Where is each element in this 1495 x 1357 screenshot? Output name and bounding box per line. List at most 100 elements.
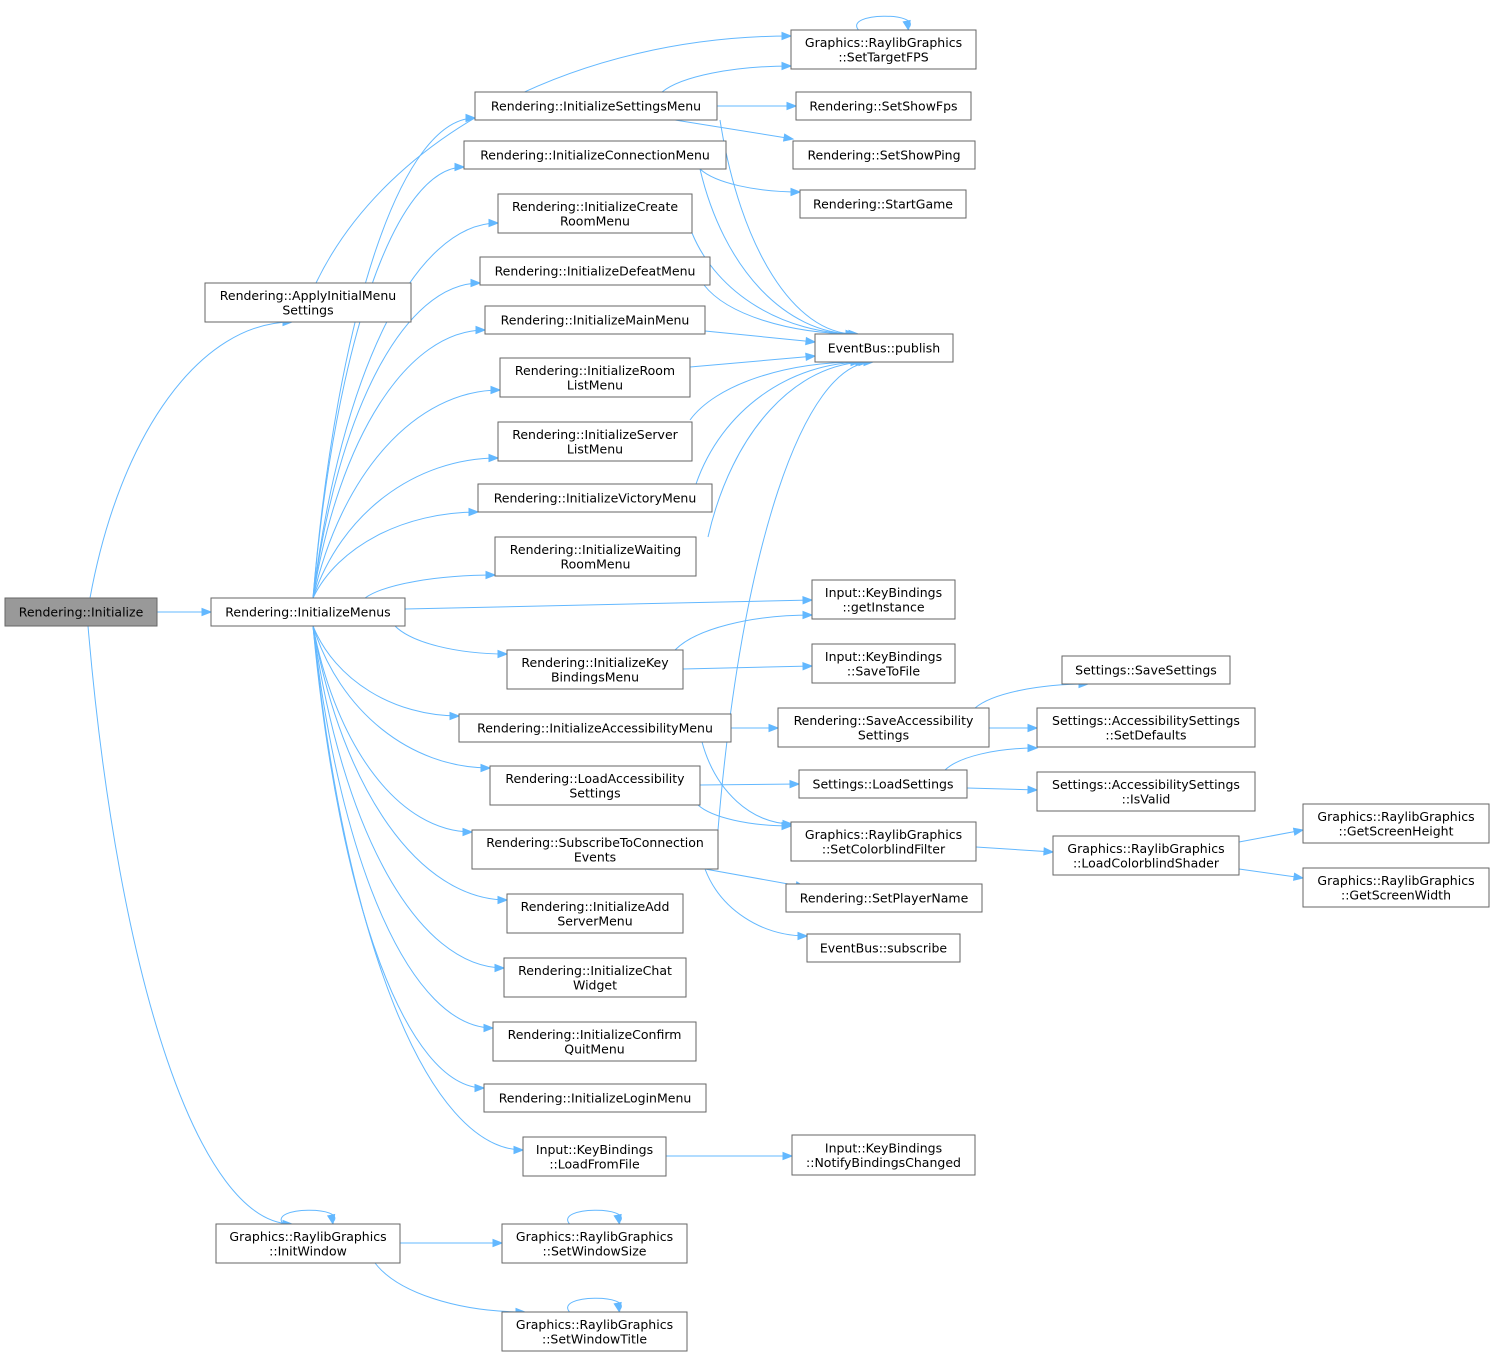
node-acc-is-valid[interactable]: Settings::AccessibilitySettings::IsValid — [1036, 771, 1256, 812]
node-init-menus[interactable]: Rendering::InitializeMenus — [210, 597, 406, 627]
node-get-screen-width[interactable]: Graphics::RaylibGraphics::GetScreenWidth — [1302, 867, 1490, 908]
node-label: Input::KeyBindings — [825, 1140, 942, 1155]
edge-arrowhead — [1293, 872, 1305, 881]
node-box — [463, 140, 727, 170]
node-label: QuitMenu — [564, 1041, 624, 1056]
node-label: Graphics::RaylibGraphics — [805, 35, 962, 50]
node-label: Rendering::InitializeLoginMenu — [499, 1091, 692, 1106]
node-save-settings[interactable]: Settings::SaveSettings — [1061, 655, 1231, 685]
node-label: Rendering::SaveAccessibility — [794, 713, 974, 728]
node-publish[interactable]: EventBus::publish — [814, 333, 954, 363]
edge-arrowhead — [465, 113, 477, 123]
edge-arrowhead — [1027, 785, 1039, 794]
node-label: Rendering::InitializeAdd — [521, 899, 670, 914]
node-label: BindingsMenu — [551, 669, 639, 684]
node-label: Rendering::StartGame — [813, 197, 953, 212]
node-label: Rendering::InitializeServer — [512, 427, 678, 442]
node-init-accessibility[interactable]: Rendering::InitializeAccessibilityMenu — [458, 713, 732, 743]
call-edge-init_connection_menu-to-publish — [699, 168, 856, 335]
node-box — [471, 829, 719, 870]
call-edge-init_menus-to-kb_load_from_file — [312, 625, 524, 1151]
edge-arrowhead — [782, 1151, 794, 1161]
call-edge-init_waiting-to-publish — [707, 361, 869, 538]
edge-arrowhead — [488, 218, 500, 228]
edge-arrowhead — [802, 610, 814, 620]
node-label: ::SetWindowTitle — [542, 1331, 647, 1346]
node-load-settings[interactable]: Settings::LoadSettings — [798, 769, 968, 799]
node-label: ::GetScreenWidth — [1341, 887, 1451, 902]
node-set-window-size[interactable]: Graphics::RaylibGraphics::SetWindowSize — [501, 1223, 688, 1264]
edge-arrowhead — [497, 649, 509, 659]
node-init-settings-menu[interactable]: Rendering::InitializeSettingsMenu — [474, 91, 718, 121]
node-label: Settings — [569, 785, 620, 800]
node-init-victory[interactable]: Rendering::InitializeVictoryMenu — [477, 483, 713, 513]
call-edge-init_menus-to-kb_get_instance — [404, 599, 813, 610]
node-label: Widget — [573, 977, 617, 992]
edge-arrowhead — [492, 1238, 504, 1248]
node-init-main[interactable]: Rendering::InitializeMainMenu — [484, 305, 706, 335]
node-kb-load-from-file[interactable]: Input::KeyBindings::LoadFromFile — [522, 1136, 667, 1177]
node-box — [790, 29, 977, 70]
node-label: Rendering::InitializeCreate — [512, 199, 678, 214]
node-initialize[interactable]: Rendering::Initialize — [4, 597, 158, 627]
edge-arrowhead — [781, 31, 793, 41]
node-label: ::getInstance — [842, 599, 924, 614]
node-init-login[interactable]: Rendering::InitializeLoginMenu — [483, 1083, 707, 1113]
node-box — [798, 769, 968, 799]
node-box — [458, 713, 732, 743]
node-set-show-fps[interactable]: Rendering::SetShowFps — [795, 91, 972, 121]
call-edge-init_window-to-set_window_title — [374, 1262, 526, 1313]
node-eb-subscribe[interactable]: EventBus::subscribe — [806, 933, 961, 963]
node-label: Rendering::InitializeDefeatMenu — [495, 264, 696, 279]
node-init-connection-menu[interactable]: Rendering::InitializeConnectionMenu — [463, 140, 727, 170]
node-init-window[interactable]: Graphics::RaylibGraphics::InitWindow — [215, 1223, 401, 1264]
node-set-window-title[interactable]: Graphics::RaylibGraphics::SetWindowTitle — [501, 1311, 688, 1352]
call-edge-init_keybindings-to-kb_get_instance — [674, 614, 813, 651]
call-edge-init_menus-to-init_defeat — [312, 282, 481, 599]
node-get-screen-height[interactable]: Graphics::RaylibGraphics::GetScreenHeigh… — [1302, 803, 1490, 844]
node-box — [484, 305, 706, 335]
call-edge-subscribe_conn-to-eb_subscribe — [704, 868, 808, 937]
node-kb-get-instance[interactable]: Input::KeyBindings::getInstance — [811, 579, 956, 620]
node-init-defeat[interactable]: Rendering::InitializeDefeatMenu — [479, 256, 711, 286]
edge-arrowhead — [805, 352, 817, 362]
node-kb-notify[interactable]: Input::KeyBindings::NotifyBindingsChange… — [791, 1134, 976, 1176]
node-label: RoomMenu — [560, 213, 630, 228]
node-set-player-name[interactable]: Rendering::SetPlayerName — [785, 883, 983, 913]
call-edge-init_room_list-to-publish — [689, 355, 816, 368]
node-load-colorblind-shader[interactable]: Graphics::RaylibGraphics::LoadColorblind… — [1052, 835, 1240, 876]
node-kb-save-to-file[interactable]: Input::KeyBindings::SaveToFile — [811, 643, 956, 684]
node-set-target-fps[interactable]: Graphics::RaylibGraphics::SetTargetFPS — [790, 29, 977, 70]
call-edge-initialize-to-apply_initial — [89, 321, 293, 599]
node-box — [1036, 707, 1256, 748]
node-acc-set-defaults[interactable]: Settings::AccessibilitySettings::SetDefa… — [1036, 707, 1256, 748]
call-edge-init_create_room-to-publish — [691, 232, 859, 335]
node-box — [785, 883, 983, 913]
node-set-show-ping[interactable]: Rendering::SetShowPing — [792, 140, 976, 170]
edge-arrowhead — [475, 325, 487, 335]
node-label: Rendering::ApplyInitialMenu — [220, 288, 396, 303]
edge-arrowhead — [789, 779, 801, 789]
node-set-colorblind[interactable]: Graphics::RaylibGraphics::SetColorblindF… — [790, 821, 977, 862]
call-edge-save_accessibility-to-save_settings — [974, 683, 1089, 709]
node-label: ::IsValid — [1122, 791, 1171, 806]
node-label: Rendering::SetShowPing — [807, 148, 960, 163]
node-label: Rendering::InitializeMenus — [225, 605, 390, 620]
node-label: Rendering::InitializeRoom — [515, 363, 675, 378]
node-start-game[interactable]: Rendering::StartGame — [799, 189, 967, 219]
node-box — [795, 91, 972, 121]
node-box — [483, 1083, 707, 1113]
call-edge-init_menus-to-init_settings_menu — [312, 117, 476, 599]
